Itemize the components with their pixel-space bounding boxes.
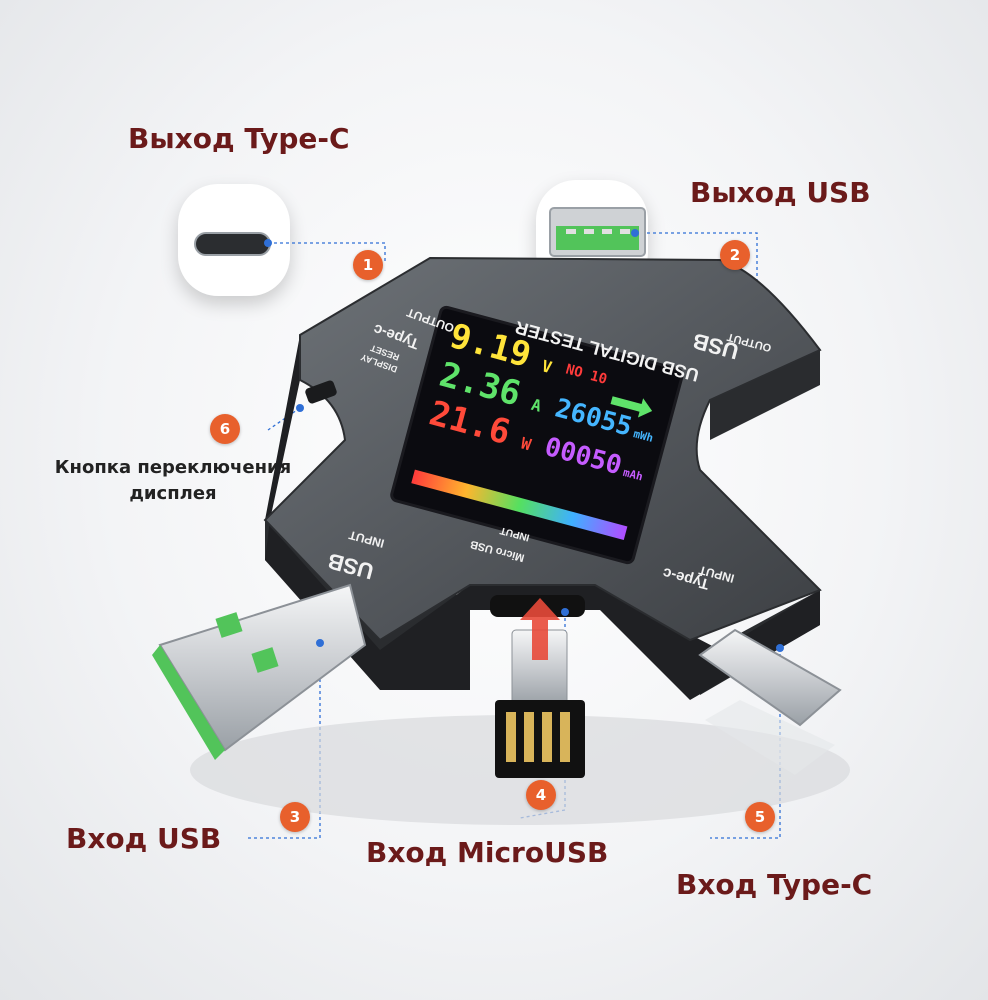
insert-arrow-icon <box>520 598 560 660</box>
typec-input-marker-dot <box>776 644 784 652</box>
lcd-energy-unit: mWh <box>632 427 655 445</box>
badge-3: 3 <box>280 802 310 832</box>
usb-input-hole-2 <box>251 647 279 673</box>
usb-input-tongue <box>152 645 225 760</box>
label-input-typec: Вход Type-C <box>676 868 873 901</box>
lcd-screen <box>390 305 684 565</box>
usb-input-marker-dot <box>316 639 324 647</box>
badge-1: 1 <box>353 250 383 280</box>
lcd-color-bar <box>411 469 628 541</box>
usb-input-hole-1 <box>215 612 243 638</box>
microusb-pins <box>506 712 570 762</box>
badge-4: 4 <box>526 780 556 810</box>
label-output-typec: Выход Type-C <box>128 122 350 155</box>
typec-input-plug-reflection <box>705 700 835 775</box>
usb-output-marker-dot <box>631 229 639 237</box>
display-button[interactable] <box>304 379 338 404</box>
badge-2: 2 <box>720 240 750 270</box>
lcd-capacity-unit: mAh <box>622 466 645 484</box>
typec-output-marker-dot <box>264 239 272 247</box>
lcd-contents: 9.19 V NO 10 2.36 A 21.6 W 26055 mWh 000… <box>411 316 655 541</box>
label-output-usb: Выход USB <box>690 176 871 209</box>
usb-output-pins <box>566 229 630 234</box>
typec-input-plug <box>698 628 842 727</box>
label-input-usb: Вход USB <box>66 822 222 855</box>
label-display-button-line2: дисплея <box>129 483 217 504</box>
badge-6: 6 <box>210 414 240 444</box>
label-input-microusb: Вход MicroUSB <box>366 836 609 869</box>
badge-5: 5 <box>745 802 775 832</box>
typec-output-port-shape <box>194 232 271 256</box>
button-marker-dot <box>296 404 304 412</box>
lcd-arrow-icon <box>610 396 653 418</box>
label-display-button-line1: Кнопка переключения <box>54 457 292 478</box>
label-display-button: Кнопка переключения дисплея <box>42 455 304 507</box>
microusb-marker-dot <box>561 608 569 616</box>
